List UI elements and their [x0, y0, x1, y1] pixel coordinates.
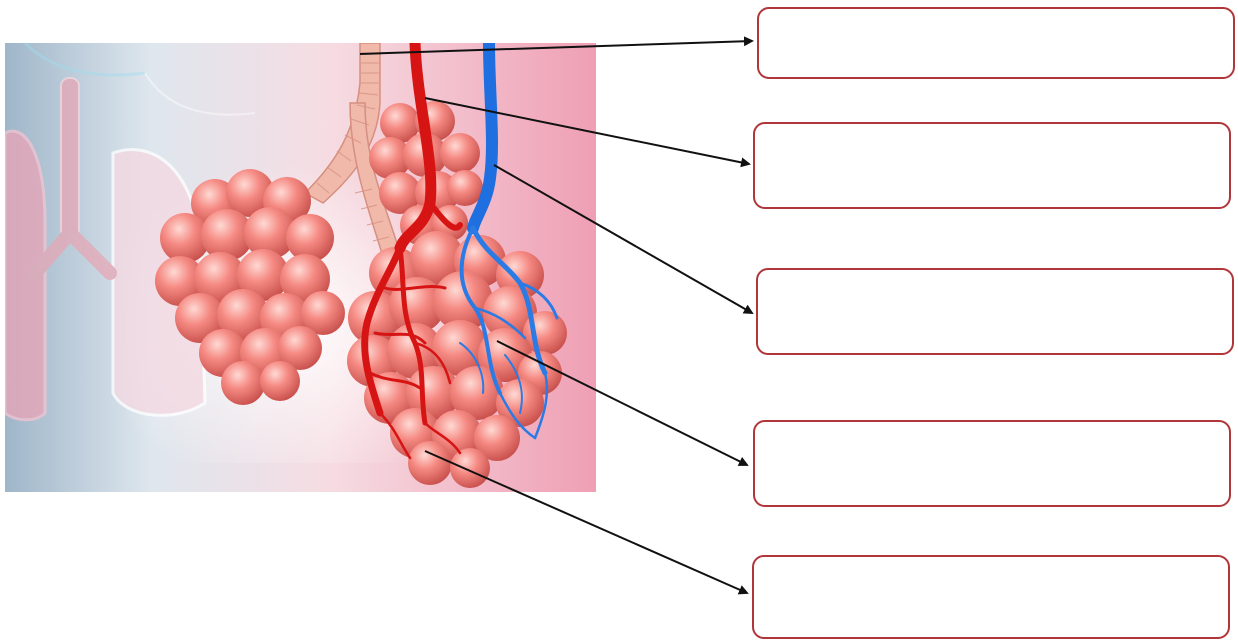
alveoli-illustration: [5, 43, 596, 492]
label-box-4[interactable]: [753, 420, 1231, 507]
label-box-2[interactable]: [753, 122, 1231, 209]
label-box-3[interactable]: [756, 268, 1234, 355]
label-box-1[interactable]: [757, 7, 1235, 79]
label-box-5[interactable]: [752, 555, 1230, 639]
